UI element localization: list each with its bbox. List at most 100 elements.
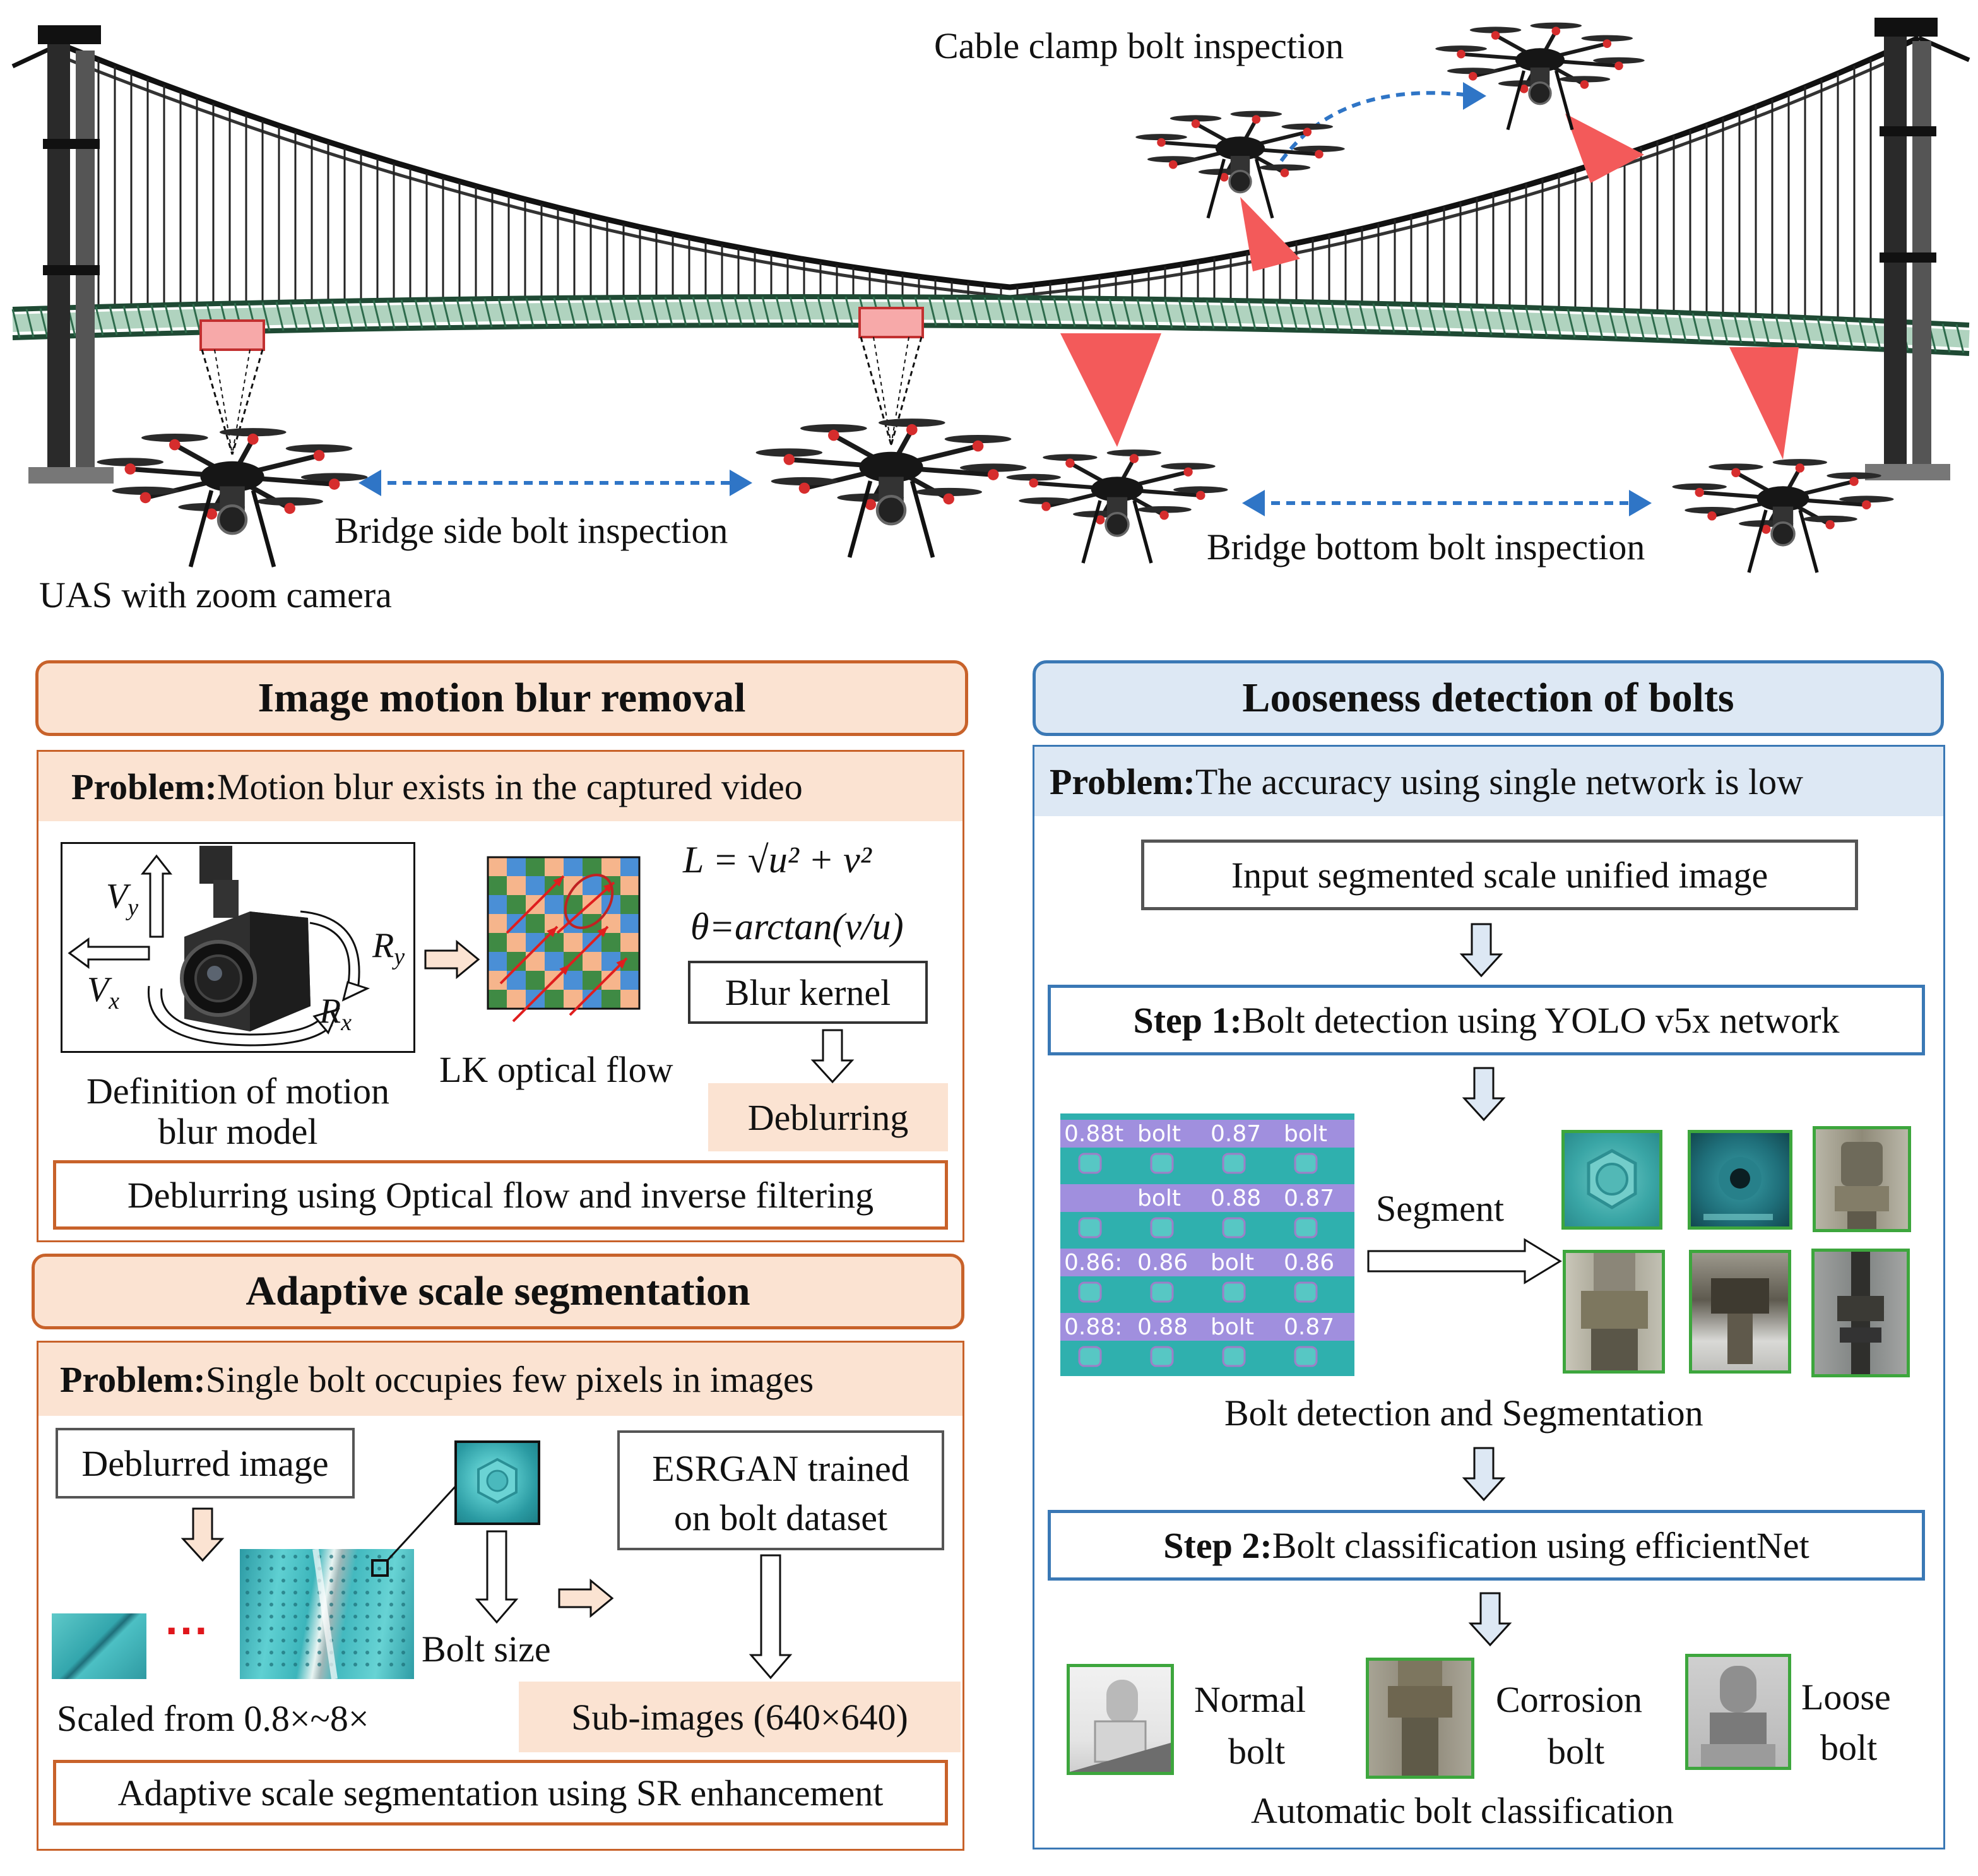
truss-member (1247, 300, 1257, 330)
truss-member (164, 304, 174, 334)
bolt-dot (258, 1603, 261, 1606)
bolt-dot (377, 1555, 381, 1558)
arrow-deblurred-down (181, 1507, 225, 1562)
bolt-dot (246, 1603, 249, 1606)
arrow-step2-down (1468, 1592, 1512, 1647)
flow-grid-cell (507, 857, 526, 876)
step1-text: Bolt detection using YOLO v5x network (1241, 999, 1840, 1041)
bolt-dot (258, 1663, 261, 1666)
flow-grid-cell (526, 876, 545, 895)
truss-member (1219, 300, 1229, 329)
detection-score-label: bolt (1284, 1121, 1327, 1147)
detection-score-label: 0.87 (1211, 1121, 1261, 1147)
detection-score-label: 0.86 (1137, 1250, 1188, 1276)
detected-bolt-box (1078, 1281, 1102, 1303)
bolt-dot (317, 1663, 321, 1666)
bolt-dot (389, 1663, 393, 1666)
truss-member (275, 302, 285, 331)
bolt-dot (353, 1651, 357, 1654)
truss-member (414, 299, 423, 329)
bolt-dot (258, 1651, 261, 1654)
bolt-dot (246, 1639, 249, 1642)
bolt-dot (365, 1615, 369, 1618)
detected-bolt-box (1222, 1346, 1246, 1367)
truss-member (1733, 314, 1743, 344)
bolt-dot (365, 1579, 369, 1582)
suspension-bridge-illustration (11, 18, 1970, 573)
detection-score-label: 0.88: (1064, 1314, 1122, 1340)
bolt-dot (377, 1579, 381, 1582)
scale-dots: ··· (165, 1606, 210, 1655)
detection-score-label: bolt (1137, 1121, 1181, 1147)
bolt-dot (269, 1579, 273, 1582)
blur-section-title: Image motion blur removal (35, 660, 968, 736)
detection-score-label: 0.86 (1284, 1250, 1334, 1276)
bolt-dot (329, 1579, 333, 1582)
bolt-dot (246, 1651, 249, 1654)
truss-member (470, 299, 479, 328)
segmented-bolt-5 (1689, 1250, 1791, 1374)
truss-member (428, 299, 437, 328)
bolt-dot (305, 1579, 309, 1582)
truss-member (817, 296, 826, 326)
bolt-dot (401, 1579, 405, 1582)
bolt-dot (281, 1579, 285, 1582)
detection-caption: Bolt detection and Segmentation (1224, 1392, 1703, 1434)
flow-grid-cell (545, 952, 564, 971)
blur-problem-band: Problem: Motion blur exists in the captu… (38, 752, 962, 821)
truss-member (1455, 305, 1465, 335)
scale-problem-label: Problem: (60, 1358, 206, 1400)
detection-score-label: 0.88 (1211, 1185, 1261, 1211)
scale-result-box: Adaptive scale segmentation using SR enh… (53, 1760, 948, 1826)
bolt-size-label: Bolt size (422, 1629, 551, 1670)
classification-caption: Automatic bolt classification (1251, 1790, 1674, 1831)
step2-box: Step 2: Bolt classification using effici… (1048, 1510, 1925, 1581)
truss-member (1414, 304, 1423, 333)
arrow-segment (1367, 1238, 1562, 1285)
bolt-dot (389, 1651, 393, 1654)
bolt-dot (281, 1651, 285, 1654)
bolt-dot (353, 1555, 357, 1558)
formula-magnitude: L = √u² + v² (683, 839, 872, 881)
arrow-to-esrgan (558, 1578, 614, 1618)
truss-member (1400, 304, 1409, 333)
truss-member (525, 298, 535, 327)
bridge-suspenders (81, 44, 1905, 323)
truss-member (1289, 301, 1298, 331)
truss-member (1719, 314, 1729, 343)
bolt-dot (329, 1567, 333, 1570)
truss-member (595, 297, 604, 326)
camera-gimbal-illustration (68, 846, 370, 1047)
bolt-dot (305, 1603, 309, 1606)
bolt-dot (329, 1603, 333, 1606)
bolt-dot (281, 1591, 285, 1594)
detected-bolt-box (1294, 1281, 1318, 1303)
uas-drone-mid (755, 419, 1027, 558)
bolt-dot (317, 1615, 321, 1618)
truss-member (1497, 306, 1507, 336)
flow-grid-cell (601, 933, 620, 952)
bolt-dot (353, 1603, 357, 1606)
bolt-dot (377, 1663, 381, 1666)
esrgan-box (617, 1430, 944, 1550)
truss-member (1428, 304, 1437, 334)
loose-label-2: bolt (1820, 1727, 1878, 1768)
truss-member (39, 308, 49, 337)
bolt-dot (341, 1651, 345, 1654)
truss-member (1566, 309, 1576, 338)
truss-member (844, 296, 854, 326)
bolt-dot (353, 1663, 357, 1666)
flow-grid-cell (545, 857, 564, 876)
arrow-kernel-to-deblur (810, 1029, 855, 1084)
arrow-det-to-step2 (1462, 1447, 1506, 1502)
bolt-dot (329, 1615, 333, 1618)
detection-label-band (1060, 1313, 1354, 1341)
flow-grid-cell (620, 895, 639, 914)
truss-member (1205, 300, 1215, 329)
loose-problem-label: Problem: (1050, 761, 1195, 802)
truss-member (956, 297, 965, 326)
bolt-dot (305, 1591, 309, 1594)
truss-member (442, 299, 451, 328)
truss-member (1053, 297, 1062, 327)
